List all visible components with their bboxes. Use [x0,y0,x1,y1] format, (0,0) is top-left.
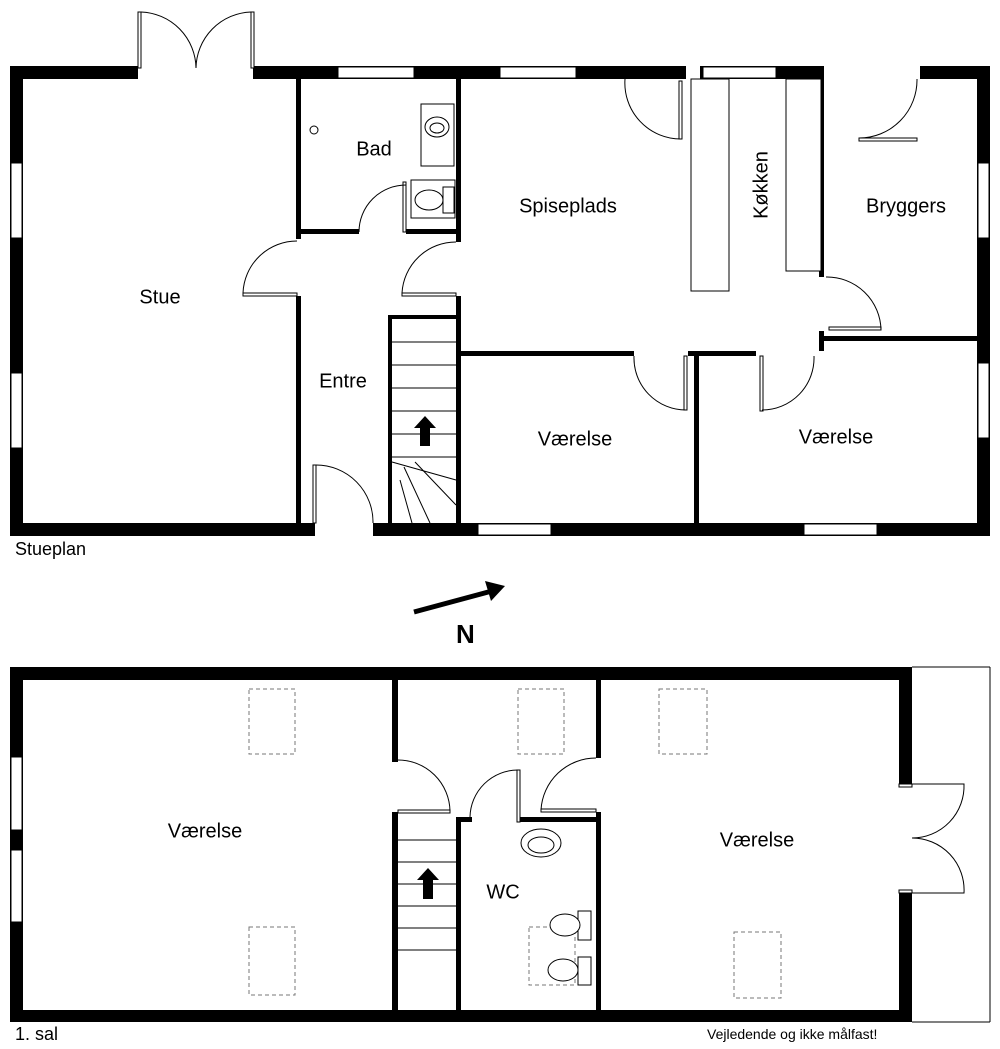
upper-floor [10,666,991,1023]
kitchen-counters [690,78,822,292]
room-label-vaerelse-1: Værelse [537,428,613,451]
upper-exterior-walls [10,667,912,1022]
room-label-kokken: Køkken [750,151,773,219]
balcony [912,666,991,1023]
windows [10,66,990,536]
room-label-bryggers: Bryggers [865,195,947,218]
upper-staircase [398,839,456,951]
room-label-wc: WC [486,881,520,904]
room-label-bad: Bad [356,138,392,161]
doors [137,11,918,524]
ground-staircase [388,315,459,524]
north-label: N [456,619,475,649]
room-label-vaerelse-right: Værelse [719,829,795,852]
room-label-vaerelse-left: Værelse [167,820,243,843]
bathroom-fixtures [309,103,456,219]
room-label-stue: Stue [139,286,181,309]
north-arrow-icon [413,581,505,615]
stair-up-arrow-icon [414,416,436,446]
upper-floor-caption: 1. sal [15,1024,59,1044]
room-label-vaerelse-2: Værelse [798,426,874,449]
room-label-spiseplads: Spiseplads [519,195,617,218]
wc-fixtures [520,828,592,986]
interior-walls [296,79,977,523]
room-label-entre: Entre [319,370,367,393]
ground-floor [10,11,990,536]
ground-floor-caption: Stueplan [15,539,87,559]
stair-up-arrow-icon [417,868,439,899]
skylights [248,688,782,999]
upper-doors [397,757,965,894]
upper-interior-walls [392,680,601,1010]
disclaimer-note: Vejledende og ikke målfast! [707,1026,878,1042]
